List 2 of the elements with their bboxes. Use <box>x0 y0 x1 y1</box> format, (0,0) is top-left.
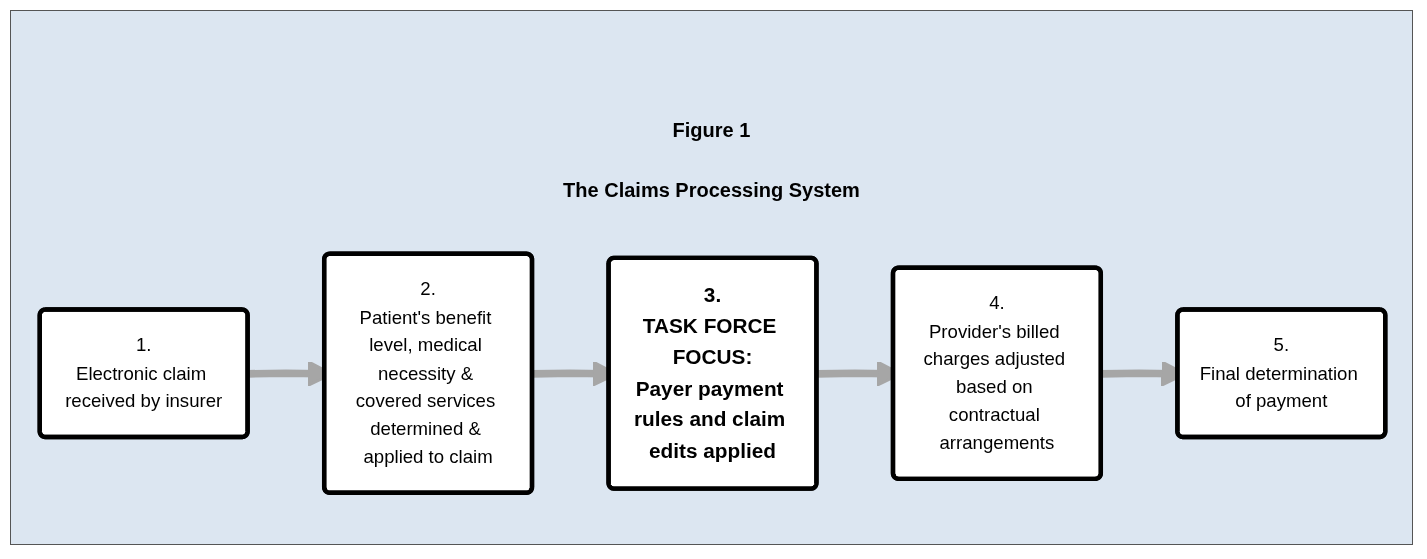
figure-title: Figure 1 <box>671 119 752 142</box>
diagram-heading: The Claims Processing System <box>562 179 861 202</box>
